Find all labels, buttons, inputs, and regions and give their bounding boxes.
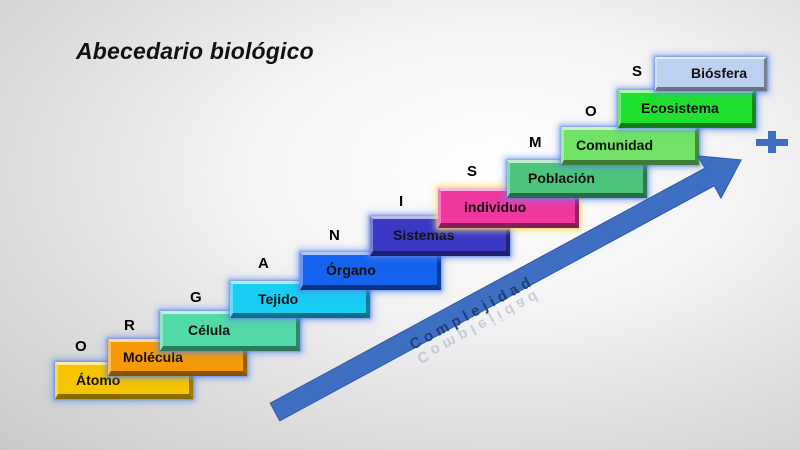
step-label: individuo (464, 199, 527, 215)
letter-r: R (124, 317, 135, 334)
step-poblacion: Población (507, 160, 647, 198)
step-label: Sistemas (393, 227, 455, 243)
letter-a: A (258, 255, 269, 272)
step-sistemas: Sistemas (370, 216, 510, 256)
diagram-title: Abecedario biológico (76, 38, 314, 64)
letter-s: S (467, 163, 478, 180)
step-label: Comunidad (576, 137, 653, 153)
arrow-shape (269, 155, 743, 422)
letter-s-2: S (632, 63, 643, 80)
letter-o-2: O (585, 103, 597, 120)
letter-o: O (75, 338, 87, 355)
letter-m: M (529, 134, 542, 151)
step-label: Población (528, 170, 595, 186)
step-label: Biósfera (691, 65, 748, 81)
step-label: Órgano (326, 262, 376, 278)
step-label: Célula (188, 322, 231, 338)
step-comunidad: Comunidad (561, 127, 699, 165)
step-label: Molécula (123, 348, 183, 365)
step-ecosistema: Ecosistema (618, 90, 756, 128)
letter-g: G (190, 289, 202, 306)
letter-i: I (399, 193, 404, 210)
step-label: Tejido (258, 290, 299, 307)
step-label: Ecosistema (641, 100, 719, 116)
step-biosfera: Biósfera (655, 57, 767, 91)
letter-n: N (329, 227, 340, 244)
plus-icon (756, 131, 788, 153)
